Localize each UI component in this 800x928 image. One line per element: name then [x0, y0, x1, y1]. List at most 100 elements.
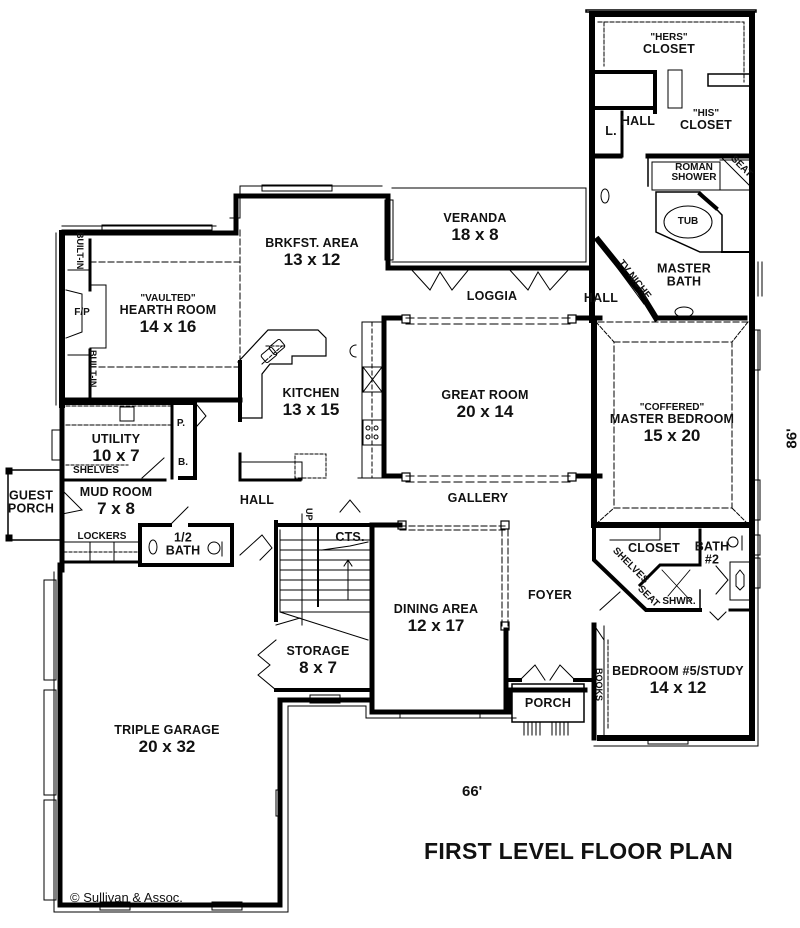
shower-name: SHWR. [662, 596, 696, 607]
roman-shower-line1: ROMAN [675, 162, 713, 173]
fireplace-name: F/P [74, 307, 90, 318]
foyer-label: FOYER [528, 589, 572, 602]
hers-closet-qualifier: "HERS" [650, 31, 688, 43]
mud-room-label: MUD ROOM 7 x 8 [80, 486, 152, 517]
tub-label: TUB [678, 217, 699, 227]
builtin-bottom-label: BUILT-IN [88, 350, 98, 388]
linen-name: L. [605, 123, 617, 138]
master-bath-label: MASTER BATH [657, 261, 711, 288]
exterior-walls [43, 184, 761, 913]
half-bath-line2: BATH [165, 543, 201, 557]
master-hall-label: HALL [621, 115, 655, 128]
lockers-name: LOCKERS [77, 531, 127, 542]
hearth-room-structure [59, 229, 243, 403]
pantry-name: P. [176, 418, 186, 429]
his-closet-qualifier: "HIS" [692, 107, 720, 119]
kitchen-dims: 13 x 15 [282, 399, 340, 419]
breakfast-name: BRKFST. AREA [265, 235, 359, 250]
main-hall-label: HALL [240, 494, 274, 507]
master-hall-name: HALL [620, 113, 656, 128]
storage-dims: 8 x 7 [299, 657, 337, 677]
tub-name: TUB [677, 216, 699, 227]
his-closet-name: CLOSET [680, 117, 732, 132]
porch-name: PORCH [524, 695, 572, 710]
utility-label: UTILITY 10 x 7 [92, 433, 141, 464]
books-label: BOOKS [594, 668, 604, 702]
storage-name: STORAGE [286, 643, 350, 658]
cts-name: CTS. [335, 529, 365, 544]
foyer-name: FOYER [527, 587, 573, 602]
mud-room-name: MUD ROOM [79, 484, 153, 499]
half-bath-label: 1/2 BATH [165, 530, 201, 557]
builtin-top-label: BUILT-IN [75, 232, 85, 270]
guest-porch-line1: GUEST [8, 488, 54, 503]
master-bedroom-qualifier: "COFFERED" [639, 401, 705, 413]
copyright-notice: © Sullivan & Assoc. [70, 890, 183, 905]
loggia-name: LOGGIA [466, 288, 518, 303]
garage-name: TRIPLE GARAGE [114, 722, 220, 737]
cts-label: CTS. [335, 531, 364, 544]
hearth-room-label: "VAULTED" HEARTH ROOM 14 x 16 [120, 292, 217, 336]
utility-shelves-name: SHELVES [73, 465, 119, 476]
lockers-label: LOCKERS [78, 532, 127, 542]
stairs-up-label: UP [304, 508, 314, 521]
bath2-line1: BATH [694, 539, 730, 554]
bedroom5-closet-label: CLOSET [628, 542, 680, 555]
kitchen-name: KITCHEN [282, 385, 340, 400]
bedroom5-closet-name: CLOSET [628, 540, 680, 555]
bedroom5-label: BEDROOM #5/STUDY 14 x 12 [612, 665, 744, 696]
utility-mudroom-structure [60, 401, 234, 567]
bedroom5-structure [591, 526, 754, 741]
broom-closet-label: B. [178, 458, 188, 468]
great-room-name: GREAT ROOM [441, 387, 529, 402]
master-bedroom-dims: 15 x 20 [643, 425, 701, 445]
hearth-qualifier: "VAULTED" [140, 292, 196, 304]
main-hall-name: HALL [239, 492, 275, 507]
mud-room-dims: 7 x 8 [97, 498, 135, 518]
loggia-doors [409, 267, 571, 291]
width-dimension: 66' [462, 783, 483, 800]
bedroom5-name: BEDROOM #5/STUDY [612, 663, 744, 678]
hers-closet-label: "HERS" CLOSET [643, 31, 695, 56]
loggia-hall-label: HALL [584, 292, 618, 305]
bath2-label: BATH #2 [694, 539, 730, 566]
master-bedroom-structure [591, 319, 755, 528]
garage-structure [275, 789, 283, 817]
utility-dims: 10 x 7 [92, 445, 140, 465]
linen-label: L. [605, 125, 617, 138]
veranda-name: VERANDA [443, 210, 507, 225]
depth-dimension: 86' [783, 428, 800, 449]
hearth-dims: 14 x 16 [139, 316, 197, 336]
stairs-structure [239, 499, 374, 692]
master-bedroom-label: "COFFERED" MASTER BEDROOM 15 x 20 [610, 401, 734, 445]
plan-title: FIRST LEVEL FLOOR PLAN [424, 838, 734, 864]
master-bath-line2: BATH [666, 274, 702, 288]
broom-name: B. [178, 457, 188, 468]
kitchen-label: KITCHEN 13 x 15 [283, 387, 340, 418]
great-room-dims: 20 x 14 [456, 401, 514, 421]
loggia-label: LOGGIA [467, 290, 518, 303]
guest-porch-label: GUEST PORCH [8, 488, 54, 515]
veranda-label: VERANDA 18 x 8 [443, 212, 506, 243]
pantry-label: P. [177, 419, 185, 429]
his-closet-label: "HIS" CLOSET [680, 107, 732, 132]
gallery-label: GALLERY [448, 492, 509, 505]
loggia-hall-name: HALL [583, 290, 619, 305]
veranda-dims: 18 x 8 [451, 224, 499, 244]
utility-name: UTILITY [91, 431, 141, 446]
half-bath-line1: 1/2 [174, 530, 192, 545]
fireplace-label: F/P [74, 308, 90, 318]
master-bath-line1: MASTER [657, 261, 711, 276]
bath2-line2: #2 [704, 552, 720, 566]
dining-area-label: DINING AREA 12 x 17 [394, 603, 478, 634]
great-room-label: GREAT ROOM 20 x 14 [441, 389, 528, 420]
guest-porch-structure [5, 467, 63, 542]
storage-label: STORAGE 8 x 7 [287, 645, 350, 676]
garage-label: TRIPLE GARAGE 20 x 32 [114, 724, 219, 755]
dining-structure [369, 520, 510, 715]
breakfast-area-label: BRKFST. AREA 13 x 12 [265, 237, 359, 268]
garage-dims: 20 x 32 [138, 736, 196, 756]
roman-shower-label: ROMAN SHOWER [672, 163, 717, 183]
roman-shower-line2: SHOWER [671, 172, 717, 183]
